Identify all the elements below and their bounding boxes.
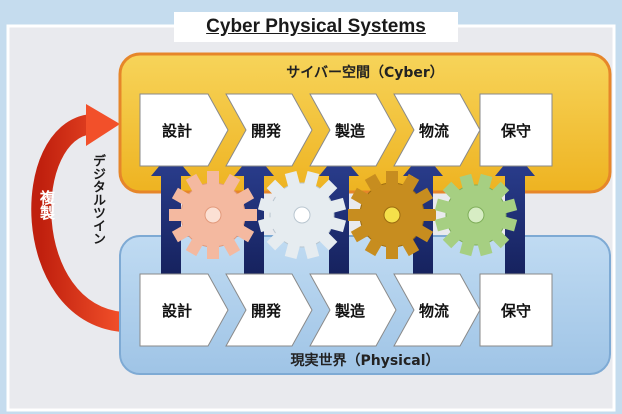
physical-stage-shape — [393, 273, 481, 347]
physical-stage-shape — [309, 273, 397, 347]
cyber-stage-logistics: 物流 — [418, 121, 449, 140]
cyber-stage-shapes — [139, 93, 553, 167]
physical-stage-development: 開発 — [250, 301, 281, 320]
physical-stage-manufacturing: 製造 — [334, 301, 365, 320]
gear-gold-icon — [348, 171, 436, 259]
physical-stage-shape — [225, 273, 313, 347]
sync-arrow — [495, 152, 535, 275]
cyber-stage-shape — [139, 93, 229, 167]
gear-green-icon — [434, 173, 518, 257]
physical-stage-design: 設計 — [161, 301, 192, 320]
cyber-stage-shape — [393, 93, 481, 167]
gear-light-icon — [257, 170, 347, 260]
diagram-title: Cyber Physical Systems — [174, 12, 458, 42]
physical-stage-logistics: 物流 — [418, 301, 449, 320]
cyber-stage-manufacturing: 製造 — [334, 121, 365, 140]
cyber-stage-development: 開発 — [250, 121, 281, 140]
cyber-stage-design: 設計 — [161, 121, 192, 140]
physical-stage-shape — [139, 273, 229, 347]
digital-twin-label: デジタルツイン — [90, 154, 105, 245]
physical-stage-shape — [479, 273, 553, 347]
physical-stage-maintenance: 保守 — [500, 301, 531, 320]
cyber-stage-shape — [479, 93, 553, 167]
replication-label: 複製 — [38, 190, 56, 220]
gears — [169, 170, 518, 260]
physical-stage-shapes — [139, 273, 553, 347]
cyber-stage-shape — [309, 93, 397, 167]
gear-peach-icon — [169, 171, 257, 259]
physical-panel-label: 現実世界（Physical） — [290, 353, 440, 369]
cyber-stage-maintenance: 保守 — [500, 121, 531, 140]
cyber-stage-shape — [225, 93, 313, 167]
replication-loop-arrow — [31, 104, 124, 332]
cyber-panel-label: サイバー空間（Cyber） — [286, 65, 444, 81]
